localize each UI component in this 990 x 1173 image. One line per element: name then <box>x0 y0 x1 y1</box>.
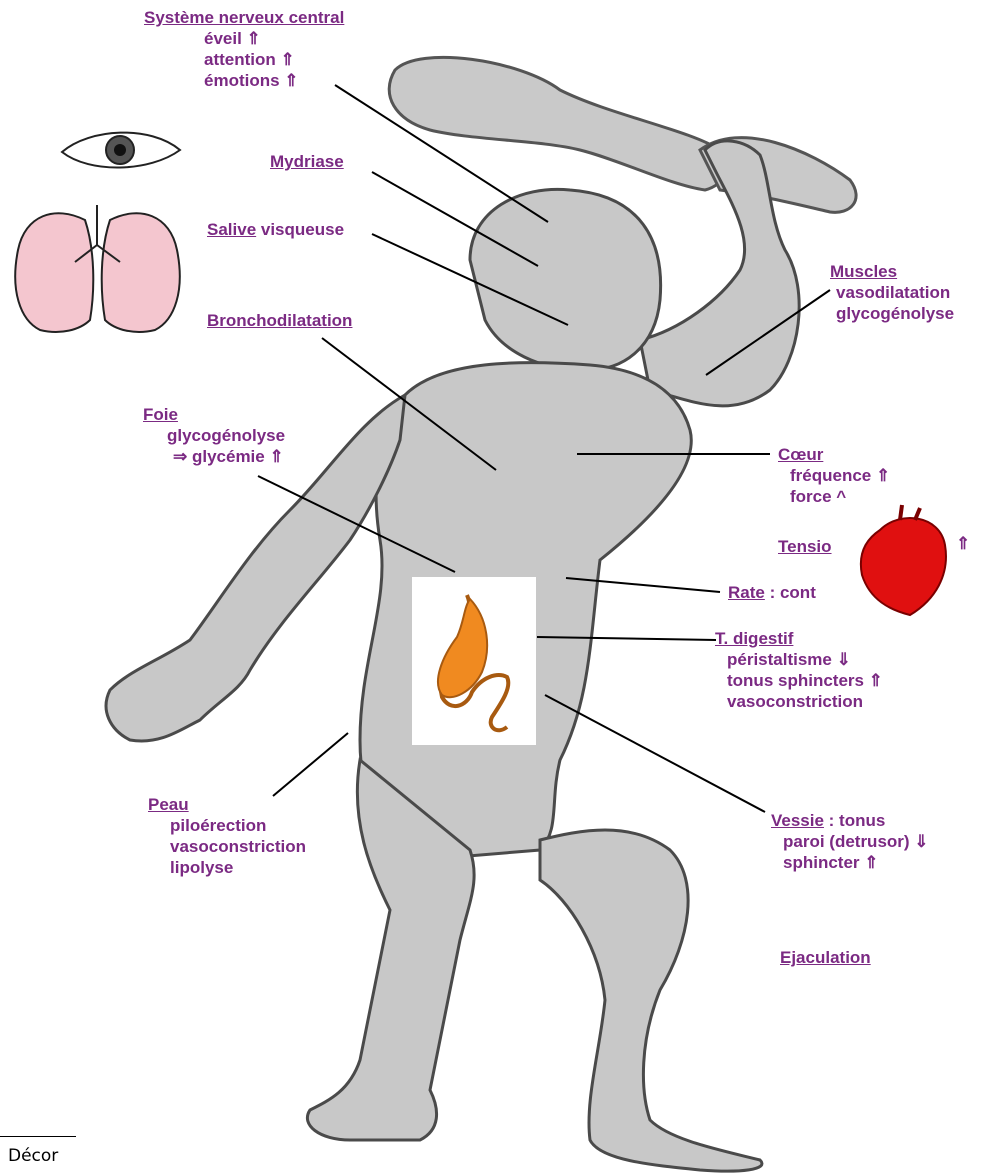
footnote-text: Décor <box>8 1146 58 1166</box>
stomach-icon <box>412 577 536 745</box>
label-peau-item: vasoconstriction <box>148 836 306 857</box>
label-coeur-title: Cœur <box>778 445 823 464</box>
label-digestif-item: tonus sphincters ⇑ <box>715 670 883 691</box>
label-foie: Foie glycogénolyse ⇒ glycémie ⇑ <box>143 404 285 467</box>
lungs-icon <box>15 205 180 332</box>
label-salive: Salive visqueuse <box>207 219 344 240</box>
label-muscles-item: vasodilatation <box>830 282 954 303</box>
stomach-image <box>412 577 536 745</box>
eye-icon <box>62 133 180 168</box>
label-digestif: T. digestif péristaltisme ⇓ tonus sphinc… <box>715 628 883 712</box>
label-coeur-item: fréquence ⇑ <box>778 465 890 486</box>
label-snc-item: émotions ⇑ <box>144 70 344 91</box>
label-bronchodilatation: Bronchodilatation <box>207 310 352 331</box>
label-snc-item: éveil ⇑ <box>144 28 344 49</box>
footnote-rule <box>0 1136 76 1137</box>
label-vessie: Vessie : tonus paroi (detrusor) ⇓ sphinc… <box>771 810 929 873</box>
label-salive-rest: visqueuse <box>256 220 344 239</box>
label-digestif-item: vasoconstriction <box>715 691 883 712</box>
label-vessie-item: paroi (detrusor) ⇓ <box>771 831 929 852</box>
label-tension-rest: ⇑ <box>956 533 970 554</box>
label-vessie-rest: : tonus <box>824 811 885 830</box>
label-coeur: Cœur fréquence ⇑ force ^ <box>778 444 890 507</box>
label-rate: Rate : cont <box>728 582 816 603</box>
label-snc-item: attention ⇑ <box>144 49 344 70</box>
club-illustration <box>389 57 856 212</box>
label-vessie-title: Vessie <box>771 811 824 830</box>
label-rate-title: Rate <box>728 583 765 602</box>
label-salive-title: Salive <box>207 220 256 239</box>
label-coeur-item: force ^ <box>778 486 890 507</box>
label-peau: Peau piloérection vasoconstriction lipol… <box>148 794 306 878</box>
label-peau-title: Peau <box>148 795 189 814</box>
label-tension: Tensio <box>778 536 832 557</box>
label-ejaculation-title: Ejaculation <box>780 948 871 967</box>
label-mydriase-title: Mydriase <box>270 152 344 171</box>
label-foie-item: ⇒ glycémie ⇑ <box>143 446 285 467</box>
label-muscles-title: Muscles <box>830 262 897 281</box>
label-peau-item: lipolyse <box>148 857 306 878</box>
label-muscles: Muscles vasodilatation glycogénolyse <box>830 261 954 324</box>
label-vessie-item: sphincter ⇑ <box>771 852 929 873</box>
label-foie-title: Foie <box>143 405 178 424</box>
label-mydriase: Mydriase <box>270 151 344 172</box>
label-muscles-item: glycogénolyse <box>830 303 954 324</box>
label-digestif-item: péristaltisme ⇓ <box>715 649 883 670</box>
label-digestif-title: T. digestif <box>715 629 793 648</box>
label-ejaculation: Ejaculation <box>780 947 871 968</box>
label-snc-title: Système nerveux central <box>144 8 344 27</box>
label-snc: Système nerveux central éveil ⇑ attentio… <box>144 7 344 91</box>
label-foie-item: glycogénolyse <box>143 425 285 446</box>
label-broncho-title: Bronchodilatation <box>207 311 352 330</box>
heart-icon <box>861 505 946 615</box>
label-tension-title: Tensio <box>778 537 832 556</box>
label-rate-rest: : cont <box>765 583 816 602</box>
label-peau-item: piloérection <box>148 815 306 836</box>
